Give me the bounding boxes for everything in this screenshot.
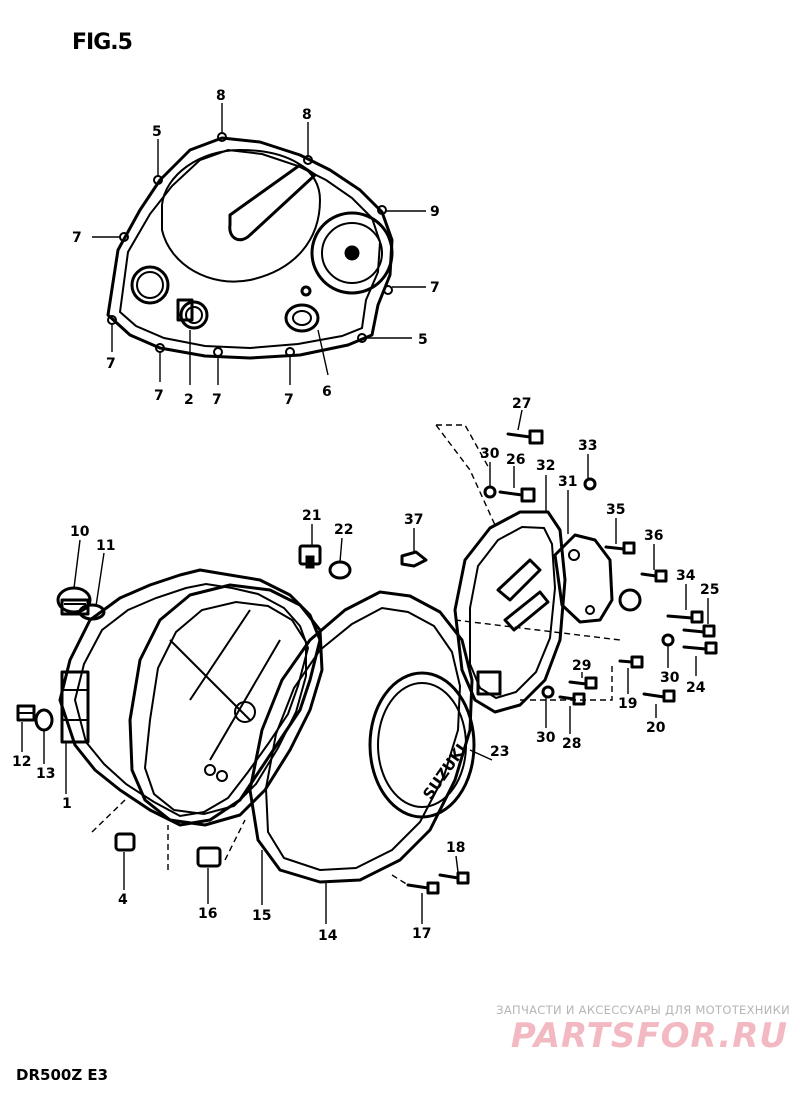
label-30c: 30 [536, 730, 556, 746]
magneto-cover-part-14 [248, 590, 476, 884]
watermark-caption: ЗАПЧАСТИ И АКСЕССУАРЫ ДЛЯ МОТОТЕХНИКИ [496, 1003, 790, 1017]
clutch-cover-gasket [106, 132, 394, 360]
bolt-part-36 [640, 569, 668, 583]
label-29: 29 [572, 658, 591, 674]
label-17: 17 [412, 926, 431, 942]
label-30a: 30 [480, 446, 500, 462]
cover-gasket-part-15 [128, 583, 324, 827]
label-2: 2 [184, 392, 194, 408]
leader-lines-top [92, 103, 426, 385]
bolt-part-25 [682, 624, 716, 638]
bolt-part-35 [604, 541, 636, 555]
part-labels: 8 8 5 9 7 7 7 7 7 7 2 6 5 27 33 30 26 32… [12, 88, 719, 944]
release-mechanism-part-31 [553, 533, 642, 624]
label-34: 34 [676, 568, 696, 584]
label-37: 37 [404, 512, 423, 528]
label-20: 20 [646, 720, 666, 736]
drain-plug-part-12 [16, 704, 36, 722]
left-crankcase-cover-part-1 [58, 568, 322, 827]
bolt-part-28 [558, 692, 586, 706]
washer-part-30a [483, 485, 497, 499]
bolt-part-26 [498, 487, 536, 503]
label-22: 22 [334, 522, 353, 538]
o-ring-part-11 [78, 603, 106, 621]
bolt-part-29 [568, 676, 598, 690]
watermark-logo: PARTSFOR.RU [510, 1016, 788, 1056]
dowel-pin-part-4 [114, 832, 136, 852]
oil-seal-part-2 [176, 298, 209, 330]
label-8a: 8 [216, 88, 226, 104]
label-7c: 7 [106, 356, 116, 372]
label-31: 31 [558, 474, 577, 490]
label-36: 36 [644, 528, 663, 544]
oil-filler-cap-part-10 [56, 586, 92, 616]
bolt-part-19 [618, 655, 644, 669]
grommet-part-37 [400, 550, 428, 568]
label-32: 32 [536, 458, 555, 474]
label-30b: 30 [660, 670, 680, 686]
washer-part-22 [328, 560, 352, 580]
figure-title: FIG.5 [72, 30, 133, 55]
label-13: 13 [36, 766, 55, 782]
label-28: 28 [562, 736, 581, 752]
label-21: 21 [302, 508, 321, 524]
bolt-part-20 [642, 689, 676, 703]
dowel-pin-part-16 [196, 846, 222, 868]
label-6: 6 [322, 384, 332, 400]
label-26: 26 [506, 452, 525, 468]
label-7a: 7 [72, 230, 82, 246]
label-35: 35 [606, 502, 625, 518]
label-16: 16 [198, 906, 217, 922]
plug-part-21 [298, 544, 322, 569]
leader-lines-bottom [21, 409, 709, 924]
label-5b: 5 [418, 332, 428, 348]
label-14: 14 [318, 928, 338, 944]
bolt-part-18 [438, 871, 470, 885]
label-23: 23 [490, 744, 509, 760]
bolt-part-17 [406, 881, 440, 895]
label-18: 18 [446, 840, 465, 856]
bolt-part-34 [666, 610, 704, 624]
label-7e: 7 [212, 392, 222, 408]
bolt-part-27 [506, 429, 544, 445]
label-12: 12 [12, 754, 31, 770]
bolts [406, 429, 718, 895]
model-code: DR500Z E3 [16, 1066, 109, 1084]
sprocket-cover-part-23 [453, 510, 567, 714]
label-7f: 7 [284, 392, 294, 408]
label-15: 15 [252, 908, 271, 924]
label-1: 1 [62, 796, 72, 812]
label-10: 10 [70, 524, 90, 540]
label-9: 9 [430, 204, 440, 220]
label-25: 25 [700, 582, 719, 598]
label-7b: 7 [430, 280, 440, 296]
label-5a: 5 [152, 124, 162, 140]
label-27: 27 [512, 396, 531, 412]
label-19: 19 [618, 696, 637, 712]
label-24: 24 [686, 680, 706, 696]
label-8b: 8 [302, 107, 312, 123]
washer-part-33 [583, 477, 597, 491]
label-33: 33 [578, 438, 597, 454]
label-11: 11 [96, 538, 115, 554]
washer-part-30b [661, 633, 675, 647]
label-4: 4 [118, 892, 128, 908]
washer-part-13 [34, 708, 54, 732]
label-7d: 7 [154, 388, 164, 404]
bolt-part-24 [682, 641, 718, 655]
washer-part-30c [541, 685, 555, 699]
